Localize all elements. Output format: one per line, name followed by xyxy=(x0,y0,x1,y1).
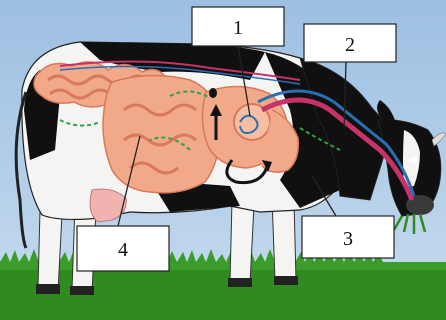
grass-field xyxy=(0,262,446,320)
label-2: 2 xyxy=(304,24,396,62)
label-text: 1 xyxy=(233,17,243,39)
label-1: 1 xyxy=(192,7,284,46)
label-text: 3 xyxy=(343,228,353,250)
rumen xyxy=(103,75,220,192)
label-4: 4 xyxy=(77,226,169,271)
label-text: 2 xyxy=(345,34,355,56)
label-text: 4 xyxy=(118,239,128,261)
food-bolus xyxy=(209,88,217,98)
label-3: 3 xyxy=(302,216,394,258)
cow-eye xyxy=(411,157,417,163)
